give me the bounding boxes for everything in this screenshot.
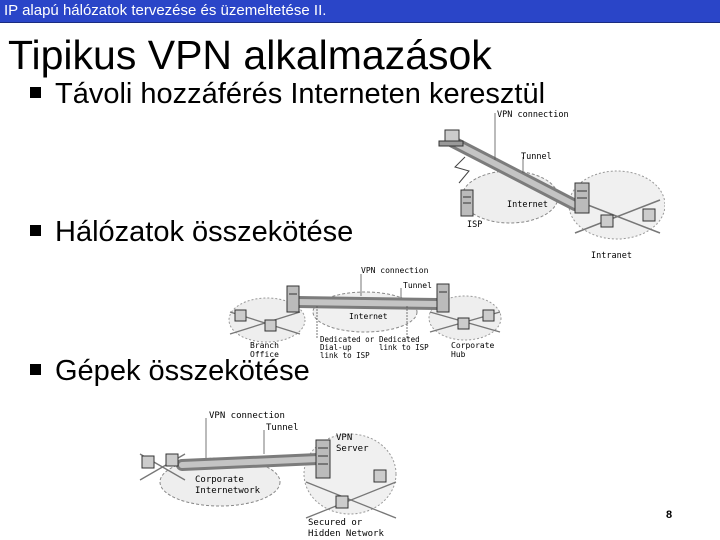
bullet-text: Gépek összekötése [55, 355, 310, 387]
branch-office-label: Office [250, 350, 279, 359]
vpn-connection-label: VPN connection [497, 110, 569, 120]
corporate-hub-label: Corporate [451, 341, 495, 350]
dedicated-link-label: link to ISP [379, 343, 429, 352]
bullet-square-icon [30, 224, 41, 236]
tunnel-label: Tunnel [521, 152, 552, 162]
tunnel-label: Tunnel [403, 281, 432, 290]
dedicated-dialup-label: link to ISP [320, 351, 370, 360]
secured-host-icon [335, 469, 387, 509]
header-title: IP alapú hálózatok tervezése és üzemelte… [4, 2, 327, 19]
vpn-server-label: VPN [336, 433, 352, 443]
corporate-internetwork-label: Internetwork [195, 486, 261, 496]
internet-label: Internet [349, 312, 388, 321]
laptop-icon [438, 129, 464, 147]
tunnel-icon [291, 296, 443, 310]
bullet-remote-access: Távoli hozzáférés Interneten keresztül [30, 78, 545, 111]
hub-host-icon [457, 309, 495, 330]
header-bar: IP alapú hálózatok tervezése és üzemelte… [0, 0, 720, 23]
vpn-server-label: Server [336, 444, 369, 454]
corporate-hub-label: Hub [451, 350, 466, 359]
vpn-server-icon [315, 439, 331, 479]
bullet-host-interconnect: Gépek összekötése [30, 355, 310, 388]
intranet-host-icon [600, 208, 656, 228]
dedicated-dialup-label: Dedicated or [320, 335, 375, 344]
tunnel-icon [176, 453, 324, 471]
secured-network-label: Secured or [308, 518, 363, 528]
intranet-label: Intranet [591, 251, 632, 261]
internet-label: Internet [507, 200, 548, 210]
branch-office-label: Branch [250, 341, 279, 350]
bullet-square-icon [30, 363, 41, 375]
page-number: 8 [666, 509, 673, 521]
remote-access-diagram: VPN connection Tunnel Internet ISP Intra… [438, 110, 665, 261]
vpn-connection-label: VPN connection [209, 411, 285, 421]
dedicated-link-label: Dedicated [379, 335, 420, 344]
secured-network-label: Hidden Network [308, 529, 384, 538]
vpn-connection-label: VPN connection [361, 266, 429, 275]
bullet-text: Hálózatok összekötése [55, 216, 354, 248]
bullet-network-interconnect: Hálózatok összekötése [30, 216, 353, 249]
network-interconnect-diagram: VPN connection Tunnel Internet Branch Of… [228, 266, 502, 360]
intranet-server-icon [574, 182, 590, 214]
host-interconnect-diagram: VPN connection Tunnel VPN Server Corpora… [139, 411, 397, 538]
dedicated-dialup-label: Dial-up [320, 343, 352, 352]
bullet-square-icon [30, 86, 41, 98]
isp-server-icon [460, 189, 474, 217]
corporate-internetwork-label: Corporate [195, 475, 244, 485]
isp-label: ISP [467, 220, 482, 230]
bullet-text: Távoli hozzáférés Interneten keresztül [55, 78, 546, 110]
slide-title: Tipikus VPN alkalmazások [8, 32, 492, 78]
tunnel-label: Tunnel [266, 423, 299, 433]
client-host-icon [141, 453, 179, 469]
hub-router-icon [436, 283, 450, 313]
branch-host-icon [234, 309, 277, 332]
branch-router-icon [286, 285, 300, 313]
tunnel-icon [447, 136, 581, 211]
